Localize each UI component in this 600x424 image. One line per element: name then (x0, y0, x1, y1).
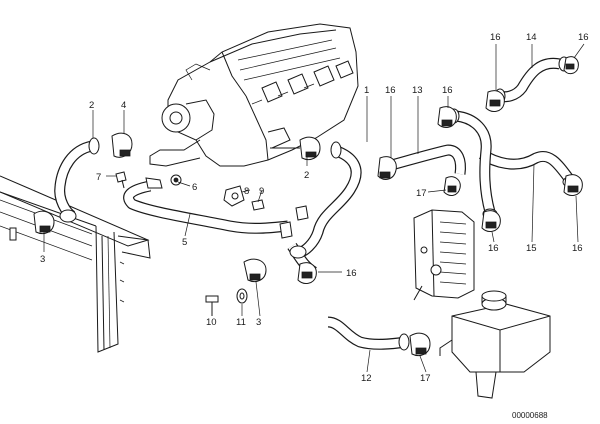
callout-16: 16 (578, 32, 589, 43)
clamp-16-hose14 (485, 90, 505, 112)
callout-1: 1 (364, 85, 369, 96)
callout-16: 16 (346, 268, 357, 279)
pipe-joint (279, 205, 309, 239)
hose-1-upper-return (298, 144, 362, 258)
callout-12: 12 (361, 373, 372, 384)
clamp-16-top-right (563, 56, 579, 75)
document-code: 00000688 (512, 411, 548, 420)
callout-17: 17 (416, 188, 427, 199)
hose-2-left-upper (54, 140, 94, 221)
hose-15-heater-return (478, 149, 575, 184)
washer-11 (236, 288, 248, 304)
hose-5-bypass-pipe (123, 180, 289, 234)
callout-3: 3 (256, 317, 261, 328)
clamp-16-top (437, 106, 457, 128)
callout-16: 16 (442, 85, 453, 96)
clamp-16-lower-mid (297, 262, 317, 284)
callout-14: 14 (526, 32, 537, 43)
callout-16: 16 (385, 85, 396, 96)
screw-7 (115, 171, 127, 189)
callout-5: 5 (182, 237, 187, 248)
callout-17: 17 (420, 373, 431, 384)
callout-11: 11 (236, 317, 246, 328)
callout-8: 8 (244, 186, 249, 197)
hardware (115, 171, 309, 316)
clamp-16-hose15-end (563, 174, 583, 196)
hose-14-heater-branch (498, 57, 562, 103)
clamp-2-engine (299, 136, 321, 161)
radiator (0, 175, 151, 353)
callout-2: 2 (89, 100, 94, 111)
bracket-8 (223, 185, 245, 207)
clamp-3-left (33, 210, 55, 235)
callout-13: 13 (412, 85, 423, 96)
callout-2: 2 (304, 170, 309, 181)
callout-16: 16 (488, 243, 499, 254)
callout-16: 16 (572, 243, 583, 254)
leader-lines (43, 43, 585, 373)
thermostat-housing (413, 209, 475, 301)
sensor-6 (170, 174, 182, 186)
clamp-4 (111, 132, 133, 158)
engine-block (149, 23, 359, 167)
clamp-17-top (443, 176, 461, 196)
callout-15: 15 (526, 243, 537, 254)
callout-9: 9 (259, 186, 264, 197)
temperature-sender (145, 177, 163, 189)
callouts: 1 2 2 3 3 4 5 6 7 8 9 10 11 12 13 14 15 … (40, 32, 589, 384)
callout-6: 6 (192, 182, 197, 193)
hose-clamps (33, 56, 583, 357)
callout-16: 16 (490, 32, 501, 43)
clamp-17-bottom (409, 332, 431, 357)
callout-3: 3 (40, 254, 45, 265)
hose-13-heater-feed (386, 144, 466, 175)
clamp-16-tee-lower (481, 210, 501, 232)
callout-10: 10 (206, 317, 217, 328)
clamp-16-hose13 (377, 156, 397, 180)
hose-tee-section (455, 110, 496, 214)
callout-4: 4 (121, 100, 126, 111)
callout-7: 7 (96, 172, 101, 183)
expansion-tank (439, 290, 551, 399)
clamp-3-lower (243, 258, 267, 283)
hose-12-expansion-tank (327, 316, 407, 350)
